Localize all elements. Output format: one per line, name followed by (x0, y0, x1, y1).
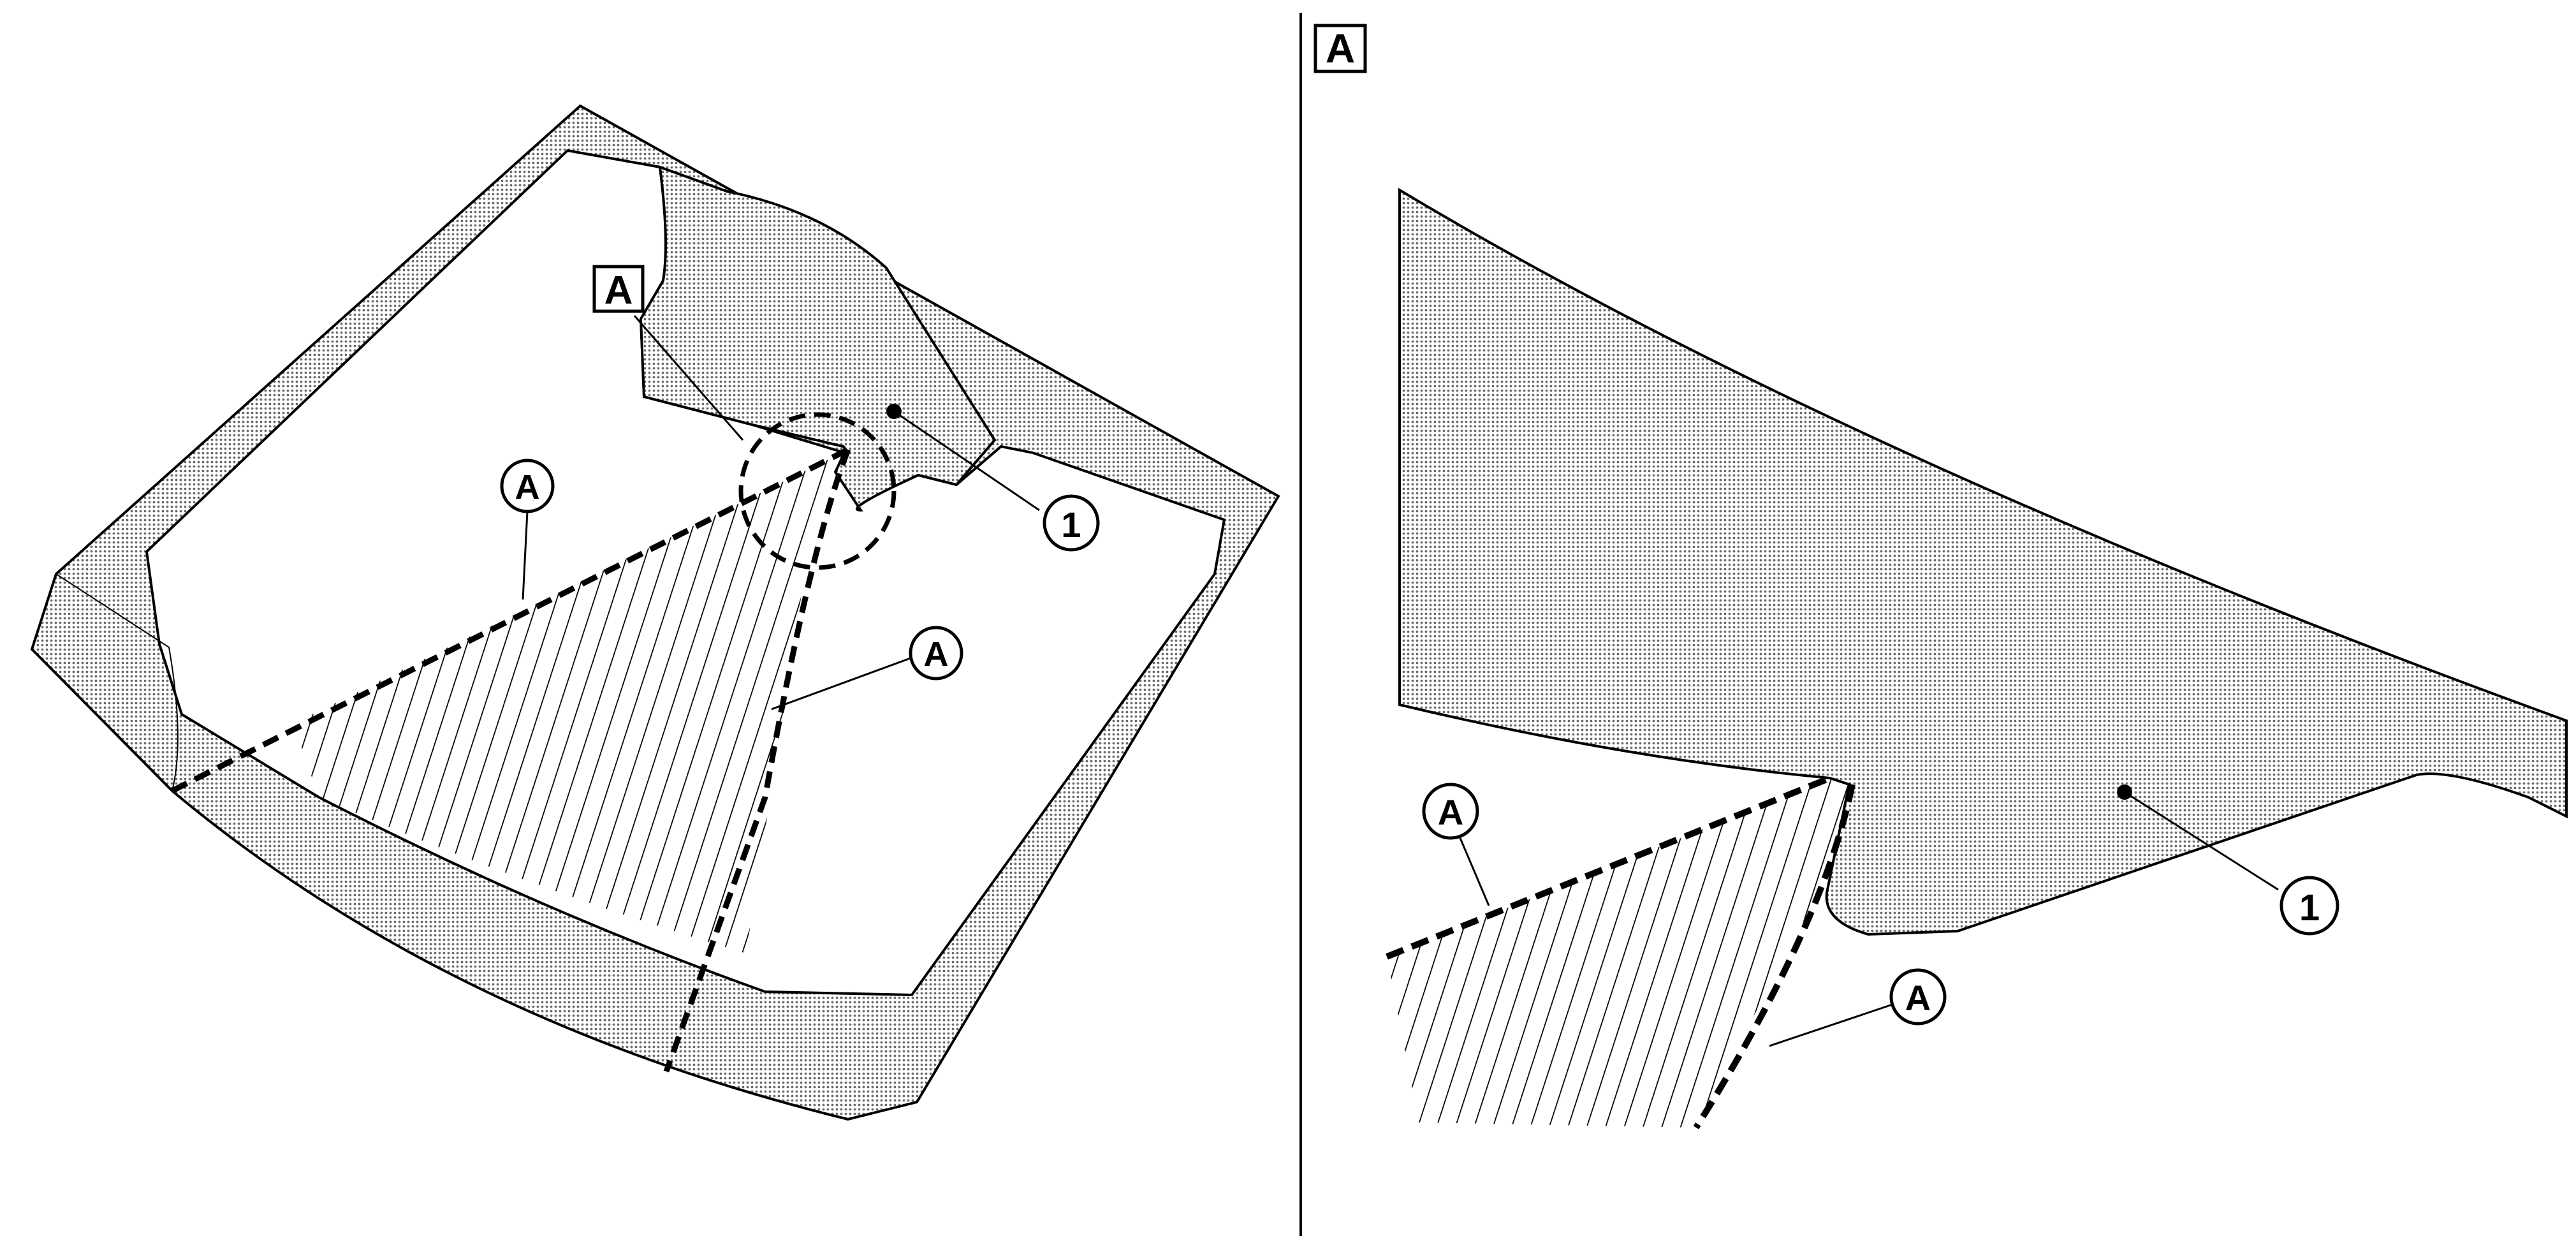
part-number: 1 (2299, 887, 2320, 929)
detail-ref-box (592, 265, 645, 313)
detail-title-box (1314, 24, 1367, 73)
left-view: A 1 A A (30, 104, 1280, 1121)
zone-label: A (1438, 792, 1463, 832)
detail-ref-label: A (604, 269, 633, 313)
part-leader (893, 410, 1040, 511)
wiper-hatched-area-detail (1387, 778, 1852, 1128)
zone-label-leader (771, 657, 911, 710)
zone-label-circle (1422, 783, 1479, 840)
wiper-hatched-area (293, 450, 848, 953)
zone-label: A (1905, 978, 1931, 1018)
detail-ref-leader (633, 315, 744, 441)
detail-circle (738, 412, 896, 570)
detail-title: A (1326, 26, 1355, 71)
zone-label-leader (1769, 1003, 1893, 1047)
zone-label-circle (909, 626, 963, 681)
part-number-circle (1043, 494, 1100, 552)
glass-inner-edge (55, 573, 179, 791)
zone-label: A (515, 468, 540, 506)
zone-label-leader (1459, 837, 1490, 906)
zone-label: A (924, 635, 949, 673)
zone-boundary-line-right (663, 448, 851, 1073)
part-leader (2124, 791, 2279, 891)
right-view: A 1 A A (1314, 24, 2568, 1129)
part-number-circle (2280, 876, 2339, 936)
zone-label-leader (522, 511, 529, 600)
zone-boundary-line-right (1693, 783, 1855, 1129)
zone-label-circle (1889, 968, 1947, 1026)
ceramic-area-detail (1398, 188, 2568, 936)
sensor-ceramic-tab (639, 165, 997, 512)
part-number: 1 (1061, 504, 1081, 545)
